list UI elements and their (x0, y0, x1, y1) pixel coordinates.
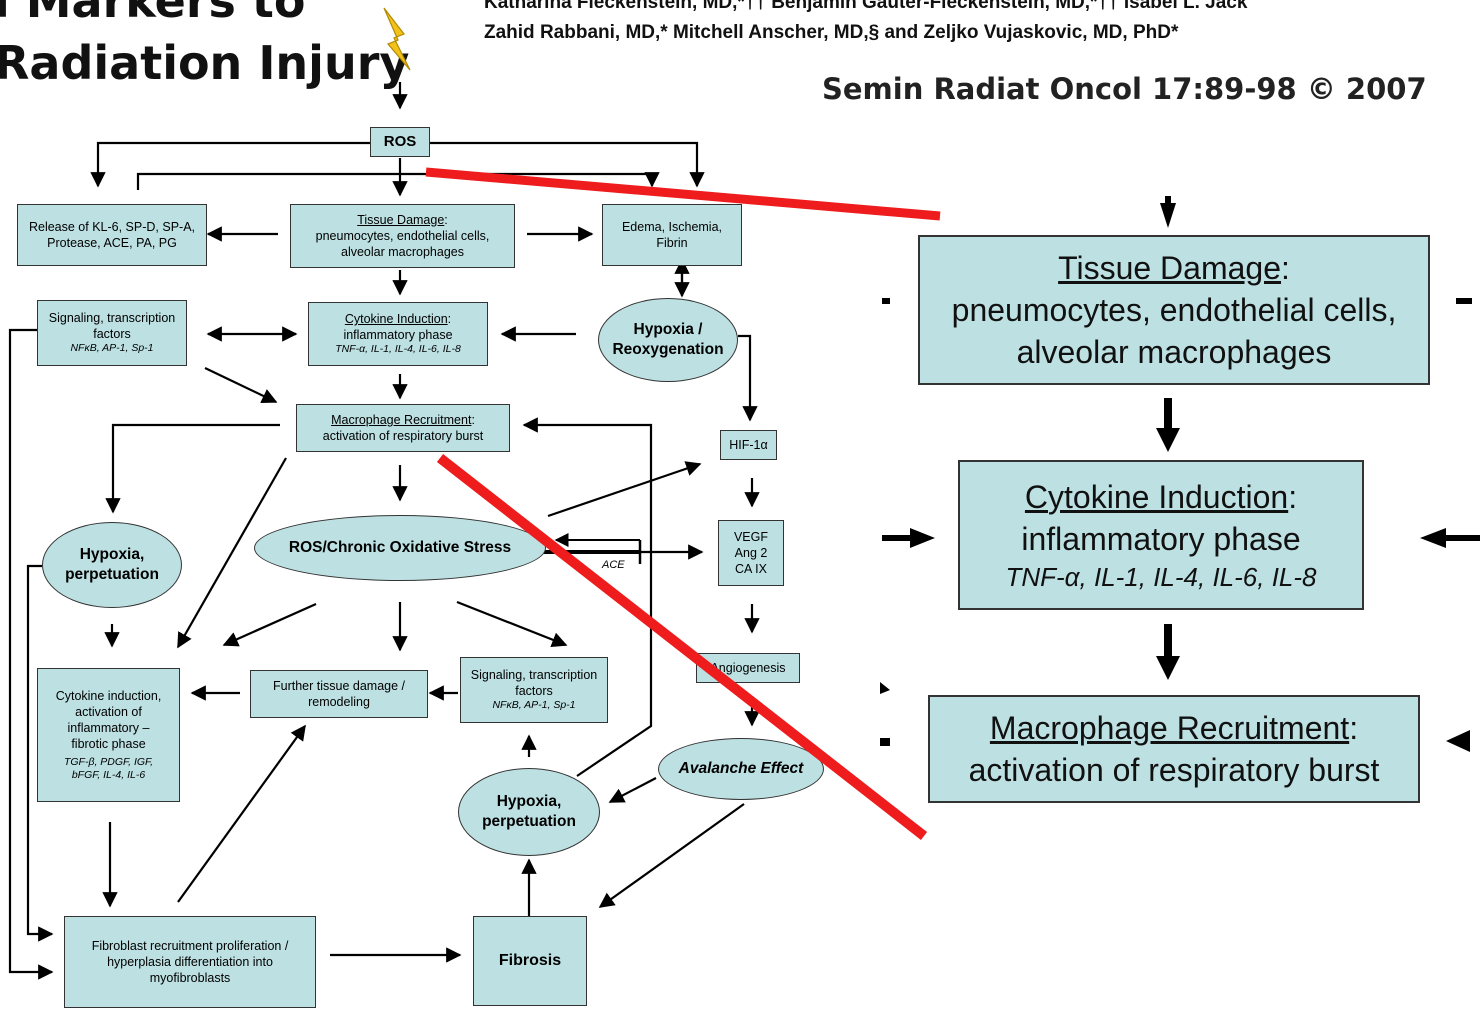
radiation-bolt-icon (383, 7, 411, 71)
signaling-box: Signaling, transcription factors NFκB, A… (37, 300, 187, 366)
hypoxia-mid-oval: Hypoxia, perpetuation (458, 768, 600, 856)
cytokine-body: inflammatory phase (343, 328, 453, 343)
hif-box: HIF-1α (720, 430, 777, 460)
cytokine-list: TNF-α, IL-1, IL-4, IL-6, IL-8 (335, 343, 461, 356)
zoom-macrophage-box: Macrophage Recruitment: activation of re… (928, 695, 1420, 803)
ros-chronic-label: ROS/Chronic Oxidative Stress (288, 538, 512, 556)
signaling-2-factors: NFκB, AP-1, Sp-1 (492, 699, 576, 712)
signaling-2-box: Signaling, transcription factors NFκB, A… (460, 657, 608, 723)
macrophage-heading: Macrophage Recruitment: (331, 413, 475, 427)
further-damage-box: Further tissue damage / remodeling (250, 670, 428, 718)
edema-label: Edema, Ischemia, Fibrin (621, 220, 723, 250)
hypoxia-mid-label: Hypoxia, perpetuation (482, 792, 576, 830)
paper-title-line1: l Markers to (0, 0, 306, 28)
avalanche-oval: Avalanche Effect (658, 738, 824, 800)
macrophage-box: Macrophage Recruitment: activation of re… (296, 404, 510, 452)
zoom-tissue-damage-heading: Tissue Damage: (1058, 249, 1290, 286)
zoom-tissue-damage-box: Tissue Damage: pneumocytes, endothelial … (918, 235, 1430, 385)
further-damage-label: Further tissue damage / remodeling (272, 679, 405, 709)
zoom-tissue-damage-body: pneumocytes, endothelial cells, alveolar… (951, 291, 1397, 371)
zoom-cytokine-body: inflammatory phase (1021, 520, 1301, 557)
zoom-macrophage-heading: Macrophage Recruitment: (989, 709, 1359, 746)
tissue-damage-heading: Tissue Damage: (357, 213, 448, 227)
signaling-factors: NFκB, AP-1, Sp-1 (70, 342, 154, 355)
zoom-cytokine-list: TNF-α, IL-1, IL-4, IL-6, IL-8 (1005, 562, 1317, 593)
fibrosis-label: Fibrosis (498, 951, 562, 969)
vegf-box: VEGF Ang 2 CA IX (718, 520, 784, 586)
zoom-cytokine-heading: Cytokine Induction: (1024, 478, 1298, 515)
edema-box: Edema, Ischemia, Fibrin (602, 204, 742, 266)
paper-title-line2: Radiation Injury (0, 36, 410, 90)
tissue-damage-box: Tissue Damage: pneumocytes, endothelial … (290, 204, 515, 268)
hif-label: HIF-1α (729, 438, 768, 452)
release-label: Release of KL-6, SP-D, SP-A, Protease, A… (28, 220, 196, 250)
authors-line2: Zahid Rabbani, MD,* Mitchell Anscher, MD… (484, 22, 1179, 43)
hypoxia-left-label: Hypoxia, perpetuation (65, 545, 159, 583)
zoom-macrophage-body: activation of respiratory burst (968, 752, 1380, 788)
cytokine-fibrotic-list: TGF-β, PDGF, IGF, bFGF, IL-4, IL-6 (63, 755, 154, 781)
zoom-cytokine-box: Cytokine Induction: inflammatory phase T… (958, 460, 1364, 610)
red-strike-lower (436, 454, 928, 840)
tissue-damage-body: pneumocytes, endothelial cells, alveolar… (315, 229, 490, 259)
citation: Semin Radiat Oncol 17:89-98 © 2007 (822, 72, 1427, 106)
cytokine-fibrotic-box: Cytokine induction, activation of inflam… (37, 668, 180, 802)
fibroblast-box: Fibroblast recruitment proliferation / h… (64, 916, 316, 1008)
red-strike-upper (425, 167, 941, 221)
signaling-2-heading: Signaling, transcription factors (470, 668, 598, 699)
cytokine-heading: Cytokine Induction: (344, 312, 452, 327)
angiogenesis-label: Angiogenesis (710, 661, 786, 675)
fibrosis-box: Fibrosis (473, 916, 587, 1006)
vegf-label: VEGF Ang 2 CA IX (733, 530, 769, 576)
ros-box: ROS (370, 127, 430, 157)
fibroblast-label: Fibroblast recruitment proliferation / h… (91, 939, 289, 985)
hypoxia-reoxygenation-oval: Hypoxia / Reoxygenation (598, 298, 738, 382)
cytokine-fibrotic-label: Cytokine induction, activation of inflam… (55, 688, 162, 751)
cytokine-box: Cytokine Induction: inflammatory phase T… (308, 302, 488, 366)
hypoxia-left-oval: Hypoxia, perpetuation (42, 522, 182, 608)
signaling-heading: Signaling, transcription factors (48, 311, 176, 342)
ros-label: ROS (383, 133, 417, 151)
avalanche-label: Avalanche Effect (678, 759, 804, 777)
ros-chronic-oval: ROS/Chronic Oxidative Stress (254, 515, 546, 581)
ace-label: ACE (602, 559, 625, 571)
release-box: Release of KL-6, SP-D, SP-A, Protease, A… (17, 204, 207, 266)
macrophage-body: activation of respiratory burst (322, 429, 484, 443)
hypoxia-reoxygenation-label: Hypoxia / Reoxygenation (612, 320, 724, 358)
authors-line1: Katharina Fleckenstein, MD,*†† Benjamin … (484, 0, 1248, 13)
